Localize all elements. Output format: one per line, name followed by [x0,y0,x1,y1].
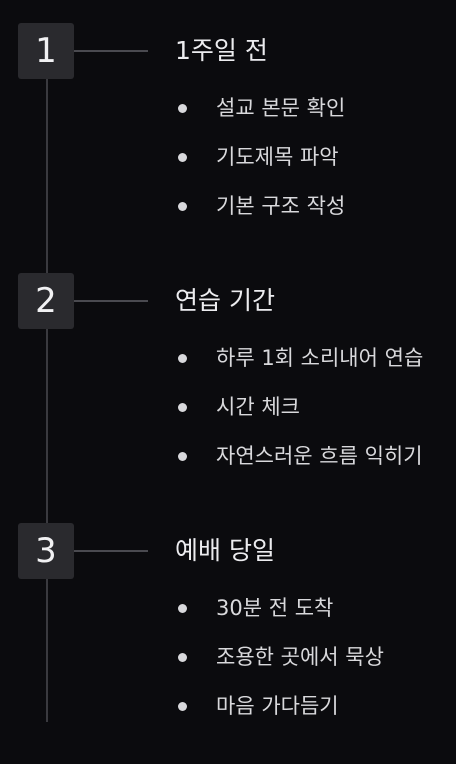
step-number-badge: 1 [18,23,74,79]
list-item-label: 설교 본문 확인 [216,96,346,120]
step-connector [74,50,148,52]
step-title: 1주일 전 [175,36,268,65]
list-item-label: 마음 가다듬기 [216,694,339,718]
list-item-label: 기본 구조 작성 [216,194,346,218]
list-item-label: 30분 전 도착 [216,596,334,620]
list-item-label: 시간 체크 [216,395,300,419]
bullet-icon [178,202,187,211]
step-connector [74,300,148,302]
bullet-icon [178,702,187,711]
bullet-icon [178,104,187,113]
step-number-badge: 3 [18,523,74,579]
bullet-icon [178,604,187,613]
bullet-icon [178,153,187,162]
step-number-badge: 2 [18,273,74,329]
step-title: 예배 당일 [175,536,275,565]
bullet-icon [178,354,187,363]
list-item-label: 하루 1회 소리내어 연습 [216,346,424,370]
list-item-label: 자연스러운 흐름 익히기 [216,444,423,468]
bullet-icon [178,452,187,461]
bullet-icon [178,403,187,412]
list-item-label: 기도제목 파악 [216,145,339,169]
timeline-line [46,52,48,722]
list-item-label: 조용한 곳에서 묵상 [216,645,384,669]
step-title: 연습 기간 [175,286,275,315]
step-connector [74,550,148,552]
bullet-icon [178,653,187,662]
